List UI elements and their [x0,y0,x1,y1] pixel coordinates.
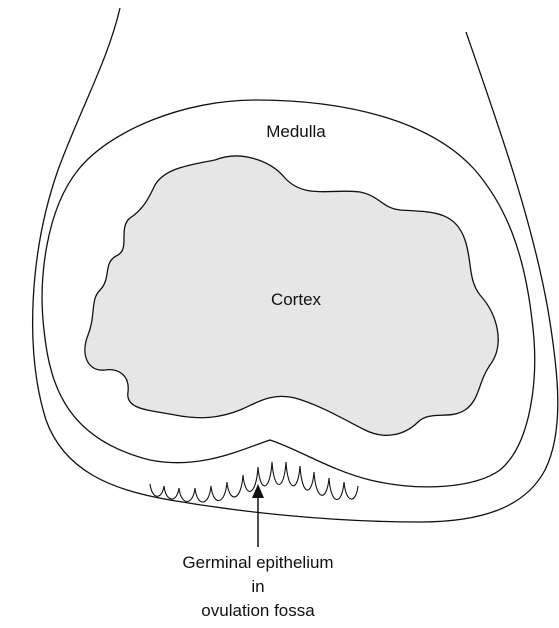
epithelium-label-line2: in [251,577,264,596]
pointer-arrow-head [252,484,264,498]
cortex-label: Cortex [271,290,322,309]
epithelium-label-line1: Germinal epithelium [182,553,333,572]
medulla-label: Medulla [266,122,326,141]
epithelium-label-line3: ovulation fossa [201,601,315,620]
